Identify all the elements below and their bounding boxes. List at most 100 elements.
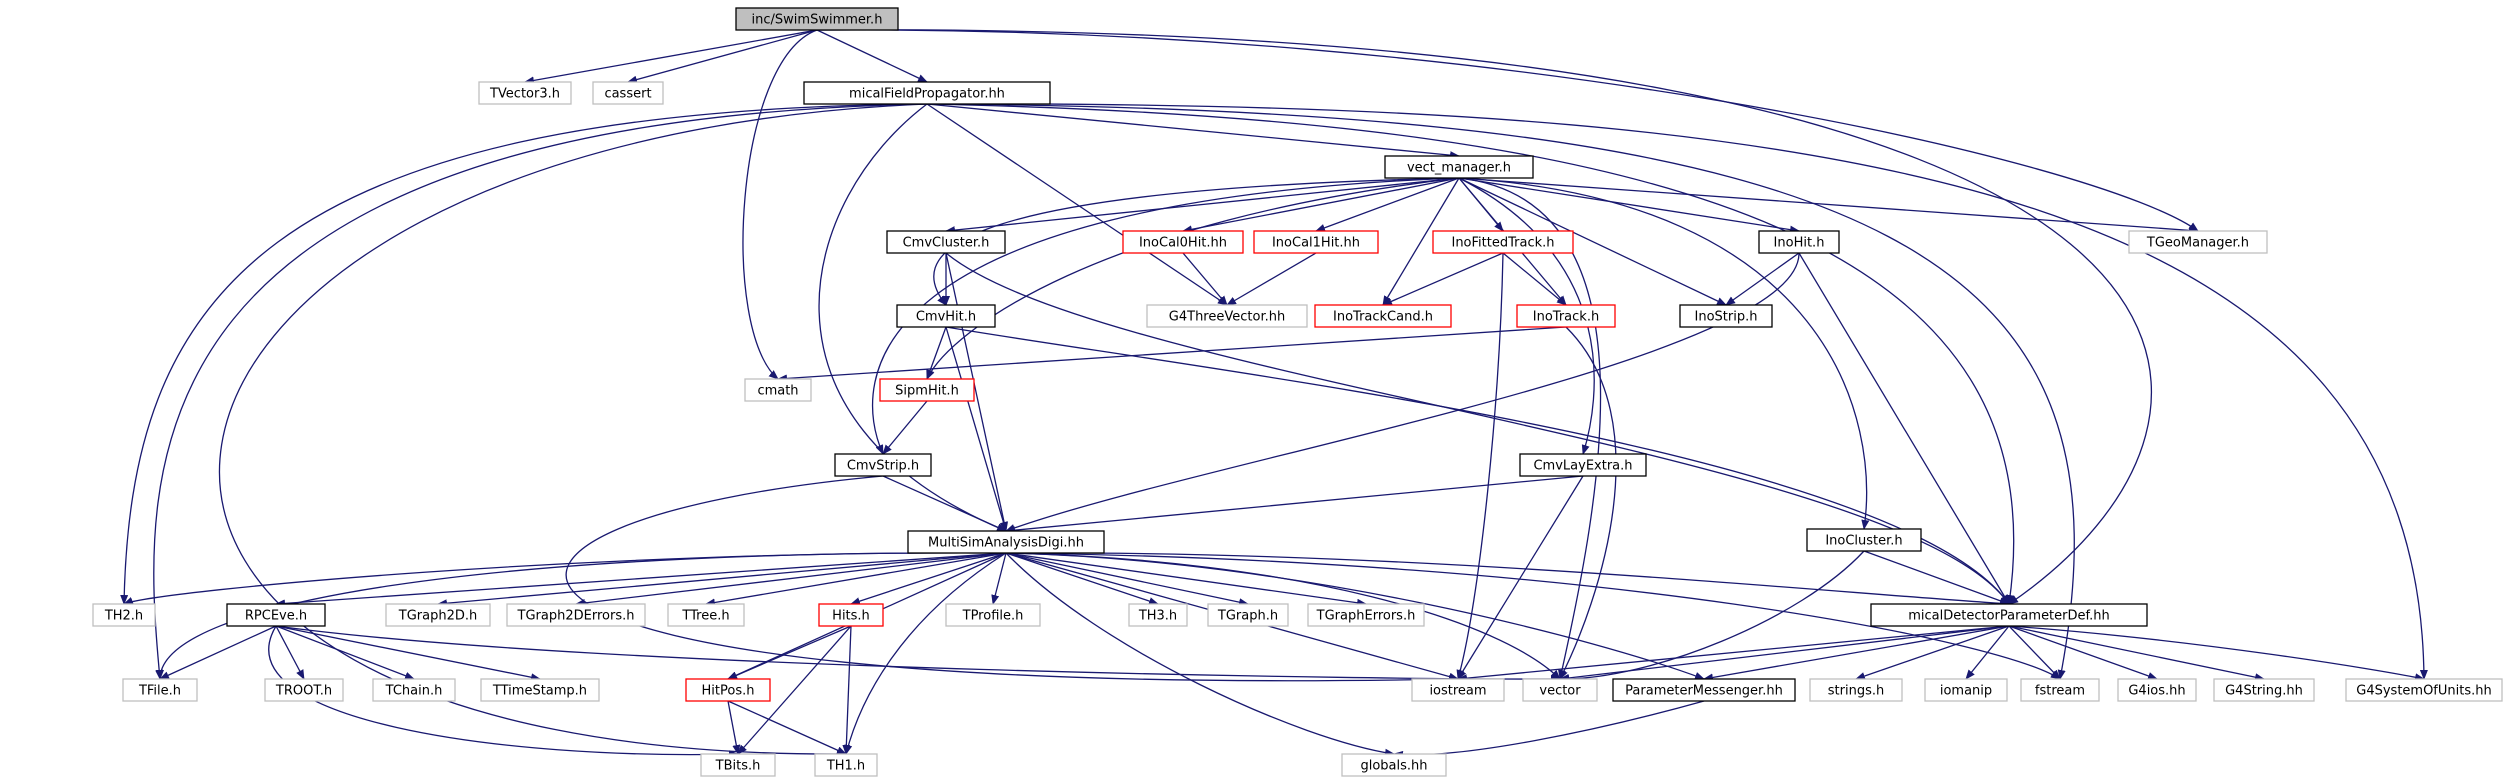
node-msad-label: MultiSimAnalysisDigi.hh [928,536,1084,551]
node-tfile-label: TFile.h [138,684,181,699]
node-g4units-box [2345,678,2503,702]
edge-inocluster-to-vector [1559,550,1865,684]
edge-inohit-to-mdpd [1798,252,2010,605]
node-th2-box [92,603,156,627]
node-root[interactable]: inc/SwimSwimmer.h [735,7,899,31]
node-th2-label: TH2.h [104,609,143,624]
edge-mfp-to-th2 [120,103,928,605]
node-tgrapherr: TGraphErrors.h [1307,603,1425,627]
node-hits-label: Hits.h [832,609,870,624]
node-cassert-box [592,81,664,105]
edge-inotrack-to-cmath [777,326,1567,383]
node-cmvlay-label: CmvLayExtra.h [1533,459,1632,474]
edge-vect-to-inocal1 [1315,177,1460,232]
node-tgeo-label: TGeoManager.h [2146,236,2249,251]
node-iomanip-box [1924,678,2008,702]
node-tgraph2derr-box [506,603,646,627]
node-inocal1[interactable]: InoCal1Hit.hh [1253,230,1379,254]
node-parammess[interactable]: ParameterMessenger.hh [1612,678,1796,702]
node-globals-box [1341,753,1447,777]
edge-vect-to-cmvcluster [945,177,1460,235]
node-inostrip-label: InoStrip.h [1695,310,1758,325]
node-cmvhit-label: CmvHit.h [916,310,976,325]
node-iomanip: iomanip [1924,678,2008,702]
node-mfp[interactable]: micalFieldPropagator.hh [803,81,1051,105]
edge-cmvstrip-to-msad [882,475,1007,532]
node-tvector3-label: TVector3.h [489,87,560,102]
node-inohit-box [1758,230,1840,254]
edge-mfp-to-tfile [153,103,928,680]
node-msad[interactable]: MultiSimAnalysisDigi.hh [907,530,1105,554]
node-hitpos[interactable]: HitPos.h [685,678,771,702]
node-cmvhit[interactable]: CmvHit.h [896,304,996,328]
edge-mfp-to-th1 [219,103,928,759]
node-cmvlay-box [1519,453,1647,477]
node-tgraph2d-label: TGraph2D.h [398,609,477,624]
node-sipmhit[interactable]: SipmHit.h [879,378,975,402]
edge-mfp-to-msad [818,103,1007,532]
edge-vect-to-inostrip [1458,177,1727,306]
node-iostream: iostream [1411,678,1505,702]
node-inotrackcand-box [1314,304,1452,328]
edge-sipmhit-to-cmvstrip [882,400,928,455]
node-g4string-box [2213,678,2315,702]
node-ttree: TTree.h [667,603,745,627]
edge-vect-to-sipmhit [926,177,1460,380]
node-g4three: G4ThreeVector.hh [1146,304,1308,328]
node-tgraph2d-box [385,603,491,627]
edge-hitpos-to-tbits [727,700,741,755]
node-mdpd[interactable]: micalDetectorParameterDef.hh [1870,603,2148,627]
node-g4ios: G4ios.hh [2117,678,2197,702]
node-iomanip-label: iomanip [1940,684,1992,699]
node-iostream-box [1411,678,1505,702]
node-rpceve-label: RPCEve.h [245,609,307,624]
node-inofitted[interactable]: InoFittedTrack.h [1432,230,1574,254]
node-inotrack[interactable]: InoTrack.h [1516,304,1616,328]
node-inohit-label: InoHit.h [1774,236,1825,251]
node-ttimestamp-box [480,678,600,702]
edge-mfp-to-g4three [926,103,1228,306]
edge-rpceve-to-tbits [268,625,739,759]
node-g4three-box [1146,304,1308,328]
node-tprofile: TProfile.h [945,603,1041,627]
node-cmvcluster-box [886,230,1006,254]
node-cmvhit-box [896,304,996,328]
node-vect-box [1384,155,1534,179]
edge-msad-to-tgraph [1005,552,1249,607]
edge-vect-to-inohit [1458,177,1800,234]
edge-vect-to-cmvstrip [871,177,1460,455]
node-hits[interactable]: Hits.h [818,603,884,627]
node-cmvstrip[interactable]: CmvStrip.h [834,453,932,477]
node-g4ios-box [2117,678,2197,702]
node-g4string: G4String.hh [2213,678,2315,702]
node-cmath-label: cmath [757,384,798,399]
node-cmvcluster[interactable]: CmvCluster.h [886,230,1006,254]
edge-msad-to-hits [850,552,1007,605]
node-cmath: cmath [744,378,812,402]
node-inostrip[interactable]: InoStrip.h [1679,304,1773,328]
node-vect[interactable]: vect_manager.h [1384,155,1534,179]
node-troot-box [264,678,344,702]
node-globals-label: globals.hh [1360,759,1427,774]
edge-inofitted-to-inotrackcand [1382,252,1504,306]
node-iostream-label: iostream [1429,684,1486,699]
node-inocal0[interactable]: InoCal0Hit.hh [1122,230,1244,254]
node-inohit[interactable]: InoHit.h [1758,230,1840,254]
edge-mdpd-to-strings [1855,625,2010,680]
edge-rpceve-to-tchain [275,625,415,680]
edge-cmvhit-to-msad [945,326,1008,532]
edge-hits-to-hitpos [727,625,852,680]
node-inocal1-label: InoCal1Hit.hh [1272,236,1360,251]
node-cmvlay[interactable]: CmvLayExtra.h [1519,453,1647,477]
edge-mfp-to-vect [926,103,1460,160]
node-th1-box [814,753,878,777]
node-hitpos-box [685,678,771,702]
edge-vect-to-tgeo [1458,177,2199,235]
edge-mdpd-to-vector [1559,625,2010,682]
node-hitpos-label: HitPos.h [702,684,755,699]
node-inocluster[interactable]: InoCluster.h [1806,528,1922,552]
node-strings-label: strings.h [1828,684,1884,699]
node-ttimestamp-label: TTimeStamp.h [492,684,587,699]
node-inotrackcand[interactable]: InoTrackCand.h [1314,304,1452,328]
node-rpceve[interactable]: RPCEve.h [226,603,326,627]
